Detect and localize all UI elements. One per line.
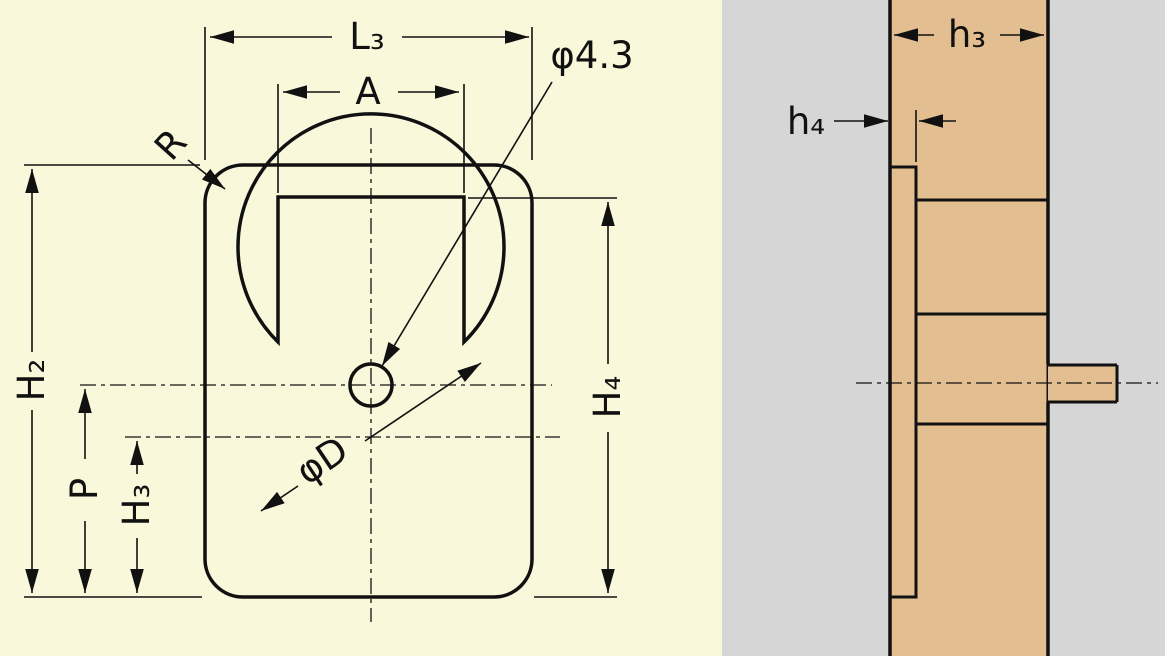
dim-label-A: A	[355, 70, 380, 113]
dim-A: A	[277, 70, 465, 193]
screw-hole-circle	[348, 362, 394, 408]
dim-label-H3: H₃	[115, 484, 158, 527]
dim-H3: H₃	[115, 441, 158, 593]
dim-label-L3: L₃	[349, 15, 384, 58]
dim-h3: h₃	[894, 13, 1049, 196]
dim-label-H2: H₂	[10, 359, 53, 402]
leader-line	[381, 81, 553, 367]
dim-label-hole-dia: φ4.3	[550, 34, 633, 77]
dim-L3: L₃	[204, 15, 533, 160]
front-view: L₃ A φ4.3 R H₂	[10, 15, 634, 622]
wood-panel	[890, 0, 1048, 656]
dim-h4: h₄	[787, 100, 956, 162]
callout-hole-diameter: φ4.3	[381, 34, 634, 367]
dim-label-h3: h₃	[948, 13, 986, 56]
keyhole-recess-profile	[236, 112, 506, 347]
dim-P: P	[63, 389, 106, 593]
diameter-arrow	[260, 485, 299, 512]
plate-outline	[203, 163, 534, 599]
dim-H4: H₄	[468, 197, 629, 598]
side-view: h₃ h₄	[787, 0, 1158, 656]
dim-H2: H₂	[10, 164, 202, 598]
dim-label-P: P	[63, 478, 106, 500]
diameter-arrow	[364, 362, 482, 442]
dim-label-H4: H₄	[586, 376, 629, 419]
front-view-background	[0, 0, 722, 656]
housing-body	[914, 198, 1050, 426]
dim-label-h4: h₄	[787, 100, 825, 143]
